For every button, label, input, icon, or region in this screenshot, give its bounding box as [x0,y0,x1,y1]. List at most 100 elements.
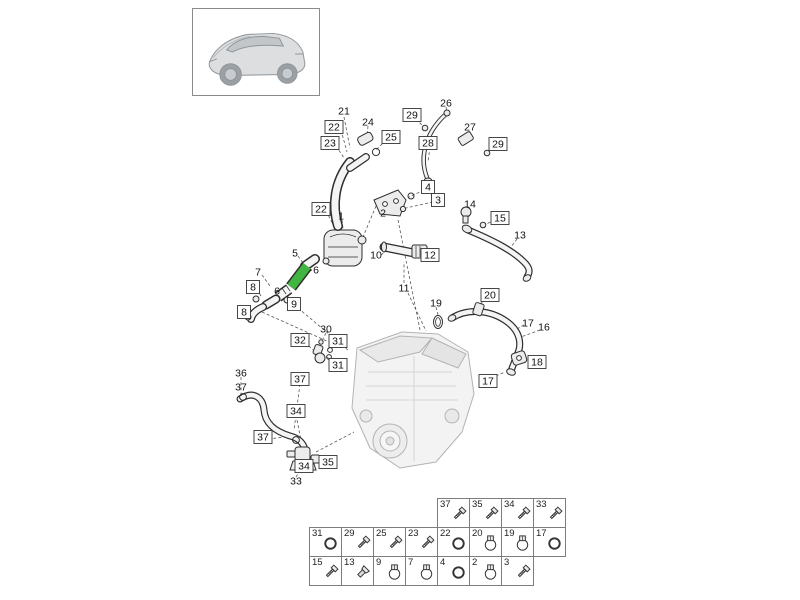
part-label-19[interactable]: 19 [430,298,442,310]
part-label-18[interactable]: 18 [527,355,547,369]
legend-cell-2[interactable]: 2 [469,556,502,586]
part-label-22[interactable]: 22 [324,120,344,134]
svg-text:26: 26 [440,98,452,110]
svg-text:27: 27 [464,122,476,134]
legend-part-number: 37 [440,499,451,510]
part-label-29[interactable]: 29 [402,108,422,122]
screw-icon [417,533,436,554]
part-label-29[interactable]: 29 [488,137,508,151]
legend-part-number: 9 [376,557,382,568]
svg-text:13: 13 [514,230,526,242]
legend-cell-9[interactable]: 9 [373,556,406,586]
legend-cell-7[interactable]: 7 [405,556,438,586]
legend-cell-4[interactable]: 4 [437,556,470,586]
legend-cell-3[interactable]: 3 [501,556,534,586]
legend-cell-17[interactable]: 17 [533,527,566,557]
legend-part-number: 22 [440,528,451,539]
part-label-11[interactable]: 11 [399,283,410,295]
svg-text:18: 18 [531,357,543,369]
part-label-3[interactable]: 3 [431,193,445,207]
svg-text:17: 17 [482,376,494,388]
legend-cell-20[interactable]: 20 [469,527,502,557]
clamp-icon [417,562,436,583]
part-label-37[interactable]: 37 [253,430,273,444]
legend-part-number: 13 [344,557,355,568]
engine-block-sketch [351,331,475,469]
part-label-5[interactable]: 5 [292,248,298,260]
part-label-31[interactable]: 31 [328,334,348,348]
legend-part-number: 3 [504,557,510,568]
vehicle-sketch-icon [208,32,306,86]
part-label-23[interactable]: 23 [320,136,340,150]
legend-cell-15[interactable]: 15 [309,556,342,586]
svg-text:33: 33 [290,476,302,488]
part-label-31[interactable]: 31 [328,358,348,372]
part-label-15[interactable]: 15 [490,211,510,225]
legend-cell-37[interactable]: 37 [437,498,470,528]
part-label-37[interactable]: 37 [290,372,310,386]
part-label-21[interactable]: 21 [338,106,350,118]
part-label-6[interactable]: 6 [274,286,280,298]
part-label-12[interactable]: 12 [420,248,440,262]
part-label-24[interactable]: 24 [362,117,374,129]
legend-cell-25[interactable]: 25 [373,527,406,557]
svg-text:34: 34 [290,406,302,418]
part-label-35[interactable]: 35 [318,455,338,469]
part-label-26[interactable]: 26 [440,98,452,110]
svg-text:34: 34 [298,461,310,473]
legend-part-number: 31 [312,528,323,539]
part-label-13[interactable]: 13 [514,230,526,242]
part-label-9[interactable]: 9 [287,297,301,311]
part-label-6[interactable]: 6 [313,265,319,277]
svg-text:37: 37 [294,374,306,386]
part-label-34[interactable]: 34 [294,459,314,473]
part-label-28[interactable]: 28 [418,136,438,150]
part-label-16[interactable]: 16 [538,322,550,334]
part-label-7[interactable]: 7 [255,267,261,279]
legend-cell-34[interactable]: 34 [501,498,534,528]
part-label-37[interactable]: 37 [235,382,247,394]
screw-icon [385,533,404,554]
part-label-10[interactable]: 10 [370,250,382,262]
part-label-27[interactable]: 27 [464,122,476,134]
svg-text:36: 36 [235,368,247,380]
legend-cell-19[interactable]: 19 [501,527,534,557]
svg-text:17: 17 [522,318,534,330]
legend-cell-35[interactable]: 35 [469,498,502,528]
thermostat-housing [323,229,363,267]
part-label-33[interactable]: 33 [290,476,302,488]
part-label-22[interactable]: 22 [311,202,331,216]
part-label-34[interactable]: 34 [286,404,306,418]
part-label-1[interactable]: 1 [338,211,344,223]
highlighted-part-6[interactable] [287,263,311,290]
svg-text:31: 31 [332,360,344,372]
part-label-17[interactable]: 17 [478,374,498,388]
legend-part-number: 20 [472,528,483,539]
legend-cell-33[interactable]: 33 [533,498,566,528]
legend-part-number: 7 [408,557,414,568]
legend-cell-22[interactable]: 22 [437,527,470,557]
part-label-17[interactable]: 17 [522,318,534,330]
part-label-4[interactable]: 4 [421,180,435,194]
part-label-2[interactable]: 2 [380,208,386,220]
part-label-14[interactable]: 14 [464,199,476,211]
part-label-32[interactable]: 32 [290,333,310,347]
svg-text:21: 21 [338,106,350,118]
svg-text:6: 6 [313,265,319,277]
part-label-8[interactable]: 8 [246,280,260,294]
o-ring-icon [449,533,468,554]
legend-cell-23[interactable]: 23 [405,527,438,557]
part-label-30[interactable]: 30 [320,324,332,336]
part-label-8[interactable]: 8 [237,305,251,319]
legend-cell-13[interactable]: 13 [341,556,374,586]
part-label-36[interactable]: 36 [235,368,247,380]
legend-cell-29[interactable]: 29 [341,527,374,557]
legend-cell-31[interactable]: 31 [309,527,342,557]
part-label-25[interactable]: 25 [381,130,401,144]
pipe-connector [457,131,474,146]
part-label-20[interactable]: 20 [480,288,500,302]
